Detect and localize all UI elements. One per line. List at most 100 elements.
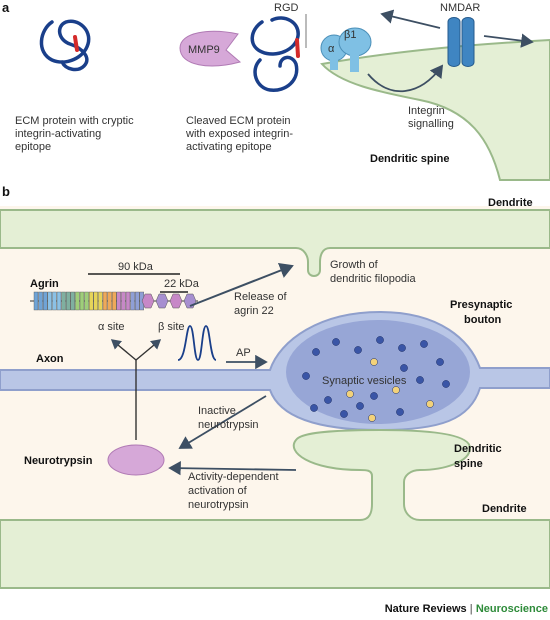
integrin-label-1: Integrin	[408, 105, 445, 117]
arrow-left-top	[380, 9, 441, 29]
dendritic-spine-b	[0, 428, 550, 589]
agrin-domain	[88, 291, 94, 311]
neurotrypsin-ellipse	[107, 444, 165, 476]
dendrite-top-label: Dendrite	[488, 197, 533, 209]
agrin-lg-domain	[141, 293, 155, 309]
footer-journal: Nature Reviews	[385, 603, 467, 615]
footer-credit: Nature Reviews | Neuroscience	[385, 603, 548, 615]
dendrite-top	[0, 209, 550, 277]
agrin-domain	[107, 291, 112, 311]
vesicle	[398, 344, 406, 352]
agrin-domain	[102, 291, 108, 311]
agrin-domain	[79, 291, 85, 311]
footer-section: Neuroscience	[476, 603, 548, 615]
svg-text:with exposed integrin-: with exposed integrin-	[185, 128, 293, 140]
rgd-label: RGD	[274, 2, 299, 14]
inactive-label-1: Inactive	[198, 405, 236, 417]
vesicle	[356, 402, 364, 410]
vesicle	[370, 392, 378, 400]
vesicle	[392, 386, 400, 394]
panel-b-letter: b	[2, 184, 10, 199]
integrin-label-2: signalling	[408, 118, 454, 130]
agrin-domain	[134, 291, 140, 311]
kda90-label: 90 kDa	[118, 261, 154, 273]
synaptic-vesicles-label: Synaptic vesicles	[322, 375, 407, 387]
inactive-label-2: neurotrypsin	[198, 419, 259, 431]
neurotrypsin-label: Neurotrypsin	[24, 455, 93, 467]
vesicle	[346, 390, 354, 398]
agrin-domain	[56, 291, 62, 311]
vesicle	[312, 348, 320, 356]
agrin-domain	[47, 291, 52, 311]
ap-spikes	[177, 325, 217, 361]
svg-text:epitope: epitope	[15, 141, 51, 153]
agrin-domain	[130, 291, 135, 311]
activity-label-2: activation of	[188, 485, 248, 497]
dendritic-spine-label-b2: spine	[454, 458, 483, 470]
agrin-domain	[116, 291, 122, 311]
arrow-integrin-signalling	[367, 64, 444, 93]
arrow-right-top	[483, 33, 534, 48]
arrow-inactive	[178, 395, 267, 449]
kda22-label: 22 kDa	[164, 278, 200, 290]
synaptic-vesicles	[302, 336, 450, 422]
nmdar-receptor: NMDAR	[440, 2, 480, 67]
vesicle	[340, 410, 348, 418]
vesicle	[370, 358, 378, 366]
caption-ecm-cryptic: ECM protein with cryptic integrin-activa…	[15, 115, 134, 153]
agrin-domain	[125, 291, 131, 311]
panel-a-letter: a	[2, 0, 10, 15]
alpha-site-label: α site	[98, 321, 125, 333]
dendritic-spine-a	[320, 38, 550, 181]
agrin-domain	[121, 291, 126, 311]
agrin-domain	[70, 291, 76, 311]
caption-ecm-cleaved: Cleaved ECM protein with exposed integri…	[185, 115, 293, 153]
vesicle	[416, 376, 424, 384]
ecm-protein-cryptic	[39, 19, 91, 72]
svg-text:activating epitope: activating epitope	[186, 141, 272, 153]
svg-text:MMP9: MMP9	[188, 44, 220, 56]
vesicle	[442, 380, 450, 388]
activity-label-1: Activity-dependent	[188, 471, 279, 483]
vesicle	[310, 404, 318, 412]
axon-label: Axon	[36, 353, 64, 365]
dendritic-spine-label-a: Dendritic spine	[370, 153, 449, 165]
agrin-lg-domain	[169, 293, 183, 309]
integrin-alpha-beta1: α β1	[320, 27, 372, 72]
vesicle	[302, 372, 310, 380]
agrin-domain	[33, 291, 39, 311]
vesicle	[354, 346, 362, 354]
agrin-lg-domain	[155, 293, 169, 309]
vesicle	[332, 338, 340, 346]
alpha-label: α	[328, 43, 335, 55]
release-label-1: Release of	[234, 291, 288, 303]
vesicle	[420, 340, 428, 348]
beta-site-label: β site	[158, 321, 185, 333]
svg-text:Cleaved ECM protein: Cleaved ECM protein	[186, 115, 291, 127]
release-label-2: agrin 22	[234, 305, 274, 317]
agrin-domain	[65, 291, 71, 311]
agrin-domain	[43, 291, 48, 311]
svg-text:ECM protein with cryptic: ECM protein with cryptic	[15, 115, 134, 127]
dendrite-bottom-label: Dendrite	[482, 503, 527, 515]
agrin-domain	[38, 291, 43, 311]
agrin-domain	[98, 291, 103, 311]
vesicle	[426, 400, 434, 408]
arrow-release	[189, 262, 294, 307]
vesicle	[436, 358, 444, 366]
vesicle	[376, 336, 384, 344]
agrin-molecule	[30, 291, 198, 311]
presynaptic-label-1: Presynaptic	[450, 299, 512, 311]
vesicle	[400, 364, 408, 372]
ecm-protein-cleaved	[250, 16, 300, 92]
arrow-activation	[168, 460, 297, 476]
vesicle	[396, 408, 404, 416]
agrin-domain	[61, 291, 66, 311]
activity-label-3: neurotrypsin	[188, 499, 249, 511]
growth-label-1: Growth of	[330, 259, 379, 271]
ap-label: AP	[236, 347, 251, 359]
agrin-domain	[84, 291, 89, 311]
vesicle	[324, 396, 332, 404]
dendritic-spine-label-b1: Dendritic	[454, 443, 502, 455]
